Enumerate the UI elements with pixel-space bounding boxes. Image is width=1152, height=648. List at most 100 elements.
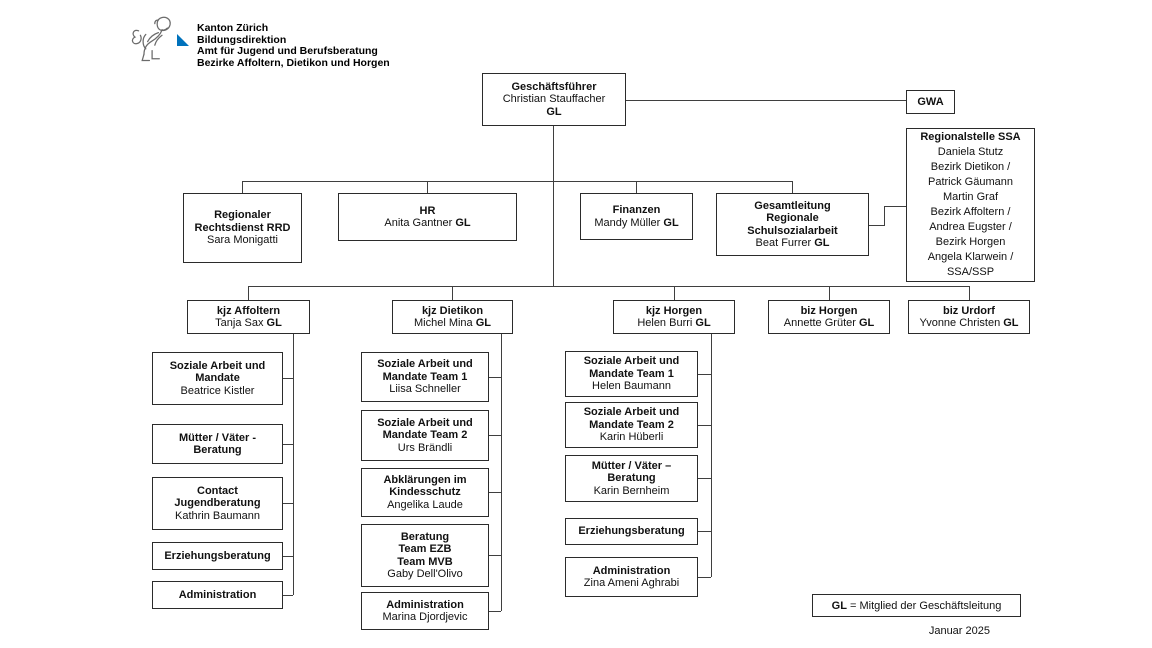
org-node-line: Urs Brändli (397, 441, 453, 454)
org-node-line: Mandate Team 2 (382, 429, 468, 442)
org-node-line: Mandate Team 1 (589, 367, 674, 380)
connector-line (969, 286, 970, 300)
org-node-line: Contact (197, 484, 238, 497)
org-node-line: Christian Stauffacher (502, 93, 606, 106)
org-node-line: Daniela Stutz (937, 146, 1004, 158)
connector-line (698, 425, 711, 426)
org-node-line: Helen Burri GL (637, 317, 711, 329)
org-node-line: Regionale (766, 212, 819, 224)
org-node-line: Helen Baumann (592, 380, 671, 393)
logo-line-1: Kanton Zürich (197, 22, 269, 34)
logo-text: Kanton Zürich Bildungsdirektion Amt für … (197, 22, 390, 69)
org-node-line: Yvonne Christen GL (919, 317, 1019, 329)
zurich-lion-crest-icon (131, 16, 171, 62)
org-node-line: Anita Gantner GL (384, 217, 471, 229)
org-node-h4: Erziehungsberatung (565, 518, 698, 545)
connector-line (501, 334, 502, 611)
org-node-line: Angela Klarwein / (927, 251, 1014, 263)
org-node-line: Beratung (607, 472, 656, 485)
org-node-line: Andrea Eugster / (929, 221, 1012, 233)
org-node-line: Marina Djordjevic (382, 611, 468, 623)
org-node-line: Sara Monigatti (207, 234, 278, 247)
connector-line (674, 286, 675, 300)
org-node-gwa: GWA (906, 90, 955, 114)
connector-line (283, 556, 293, 557)
org-node-line: Martin Graf (942, 191, 998, 203)
org-node-a4: Erziehungsberatung (152, 542, 283, 570)
org-node-line: Zina Ameni Aghrabi (583, 577, 680, 589)
org-node-line: Regionalstelle SSA (920, 131, 1021, 143)
connector-line (869, 225, 884, 226)
org-node-line: Erziehungsberatung (578, 525, 685, 538)
org-node-line: Soziale Arbeit und (583, 406, 680, 419)
connector-line (711, 334, 712, 577)
org-node-line: Tanja Sax GL (215, 317, 282, 329)
org-node-line: Mandate (195, 372, 240, 385)
org-node-line: biz Horgen (800, 304, 858, 317)
org-node-line: GWA (917, 95, 944, 108)
org-node-line: Jugendberatung (174, 497, 261, 510)
connector-line (626, 100, 907, 101)
org-node-line: Annette Grüter GL (783, 317, 875, 329)
org-node-line: Mandate Team 2 (589, 418, 674, 431)
org-node-line: Beratung (400, 530, 450, 543)
logo-line-2: Bildungsdirektion (197, 33, 287, 46)
org-node-line: kjz Horgen (645, 304, 703, 317)
org-node-line: Bezirk Horgen (935, 236, 1006, 248)
org-node-line: Erziehungsberatung (164, 549, 271, 562)
org-node-line: Soziale Arbeit und (377, 416, 473, 429)
org-node-a5: Administration (152, 581, 283, 609)
org-node-line: Gesamtleitung (754, 199, 831, 212)
org-node-line: Kindesschutz (389, 486, 461, 499)
connector-line (884, 206, 885, 226)
connector-line (427, 181, 428, 193)
legend-term: GL (831, 599, 847, 612)
connector-line (698, 478, 711, 479)
org-node-line: Liisa Schneller (389, 383, 461, 396)
org-node-line: Abklärungen im (383, 473, 467, 486)
connector-line (884, 206, 906, 207)
connector-line (248, 286, 969, 287)
org-node-line: Beat Furrer GL (755, 237, 830, 249)
connector-line (283, 595, 293, 596)
connector-line (792, 181, 793, 193)
org-node-line: Michel Mina GL (413, 317, 492, 329)
org-node-line: GL (546, 105, 562, 118)
org-node-line: Geschäftsführer (511, 80, 597, 93)
org-node-line: Team EZB (398, 543, 452, 555)
logo-line-3: Amt für Jugend und Berufsberatung (197, 45, 378, 57)
org-node-line: Team MVB (397, 555, 453, 568)
org-node-line: Soziale Arbeit und (377, 358, 473, 371)
org-node-line: kjz Dietikon (421, 304, 484, 317)
org-node-line: HR (419, 204, 436, 217)
org-node-line: Karin Bernheim (593, 484, 670, 497)
org-node-line: Rechtsdienst RRD (194, 221, 291, 234)
org-node-line: Mütter / Väter – (591, 459, 672, 472)
org-node-line: Soziale Arbeit und (583, 355, 680, 368)
org-node-line: Mütter / Väter - (178, 431, 256, 444)
org-node-line: Bezirk Dietikon / (930, 161, 1011, 173)
connector-line (698, 374, 711, 375)
connector-line (293, 334, 294, 595)
connector-line (636, 181, 637, 193)
connector-line (242, 181, 243, 193)
logo-line-4: Bezirke Affoltern, Dietikon und Horgen (197, 56, 390, 69)
org-node-line: SSA/SSP (946, 266, 995, 278)
connector-line (283, 503, 293, 504)
